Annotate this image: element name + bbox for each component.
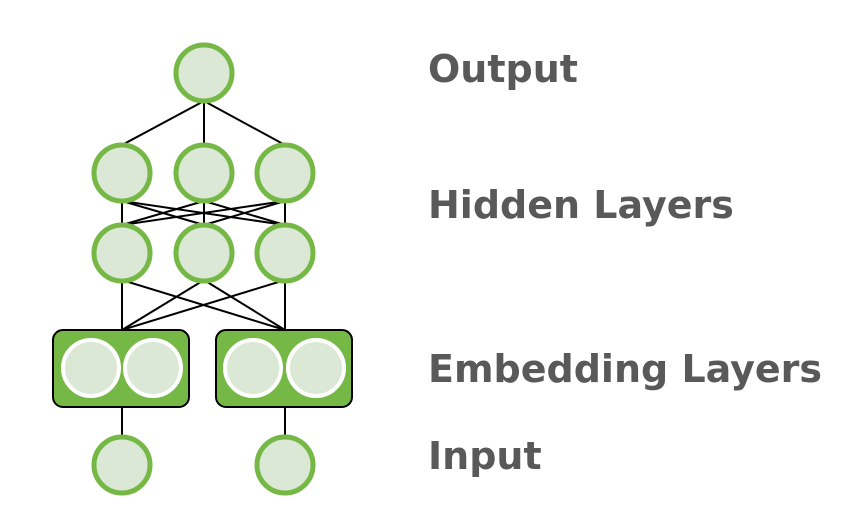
edge-output-hidden1-0 [121, 100, 205, 146]
input-layer-label: Input [428, 434, 542, 478]
edge-hidden1-hidden2-2-0 [121, 200, 286, 226]
hidden-layer-1-node-1 [173, 142, 235, 204]
hidden-layer-1-node-2 [254, 142, 316, 204]
output-node [173, 42, 235, 104]
hidden-layer-2-node-0 [91, 222, 153, 284]
edges [121, 100, 286, 437]
edge-hidden2-embedding-1-1 [203, 279, 286, 331]
input-node-1 [254, 434, 316, 496]
output-layer-label: Output [428, 47, 578, 91]
edge-output-hidden1-2 [203, 100, 286, 146]
hidden-layer-2-node-1 [173, 222, 235, 284]
embedding-node-1-0 [223, 338, 283, 398]
edge-hidden1-hidden2-1-0 [121, 200, 205, 226]
embedding-node-1-1 [286, 338, 346, 398]
embedding-layers-label: Embedding Layers [428, 347, 823, 391]
hidden-layer-2-node-2 [254, 222, 316, 284]
hidden-layer-1-node-0 [91, 142, 153, 204]
nodes [52, 42, 353, 496]
embedding-node-0-0 [61, 338, 121, 398]
edge-hidden2-embedding-1-0 [121, 279, 205, 331]
embedding-node-0-1 [123, 338, 183, 398]
input-node-0 [91, 434, 153, 496]
edge-hidden2-embedding-2-0 [121, 279, 286, 331]
hidden-layers-label: Hidden Layers [428, 183, 734, 227]
edge-hidden1-hidden2-2-1 [203, 200, 286, 226]
